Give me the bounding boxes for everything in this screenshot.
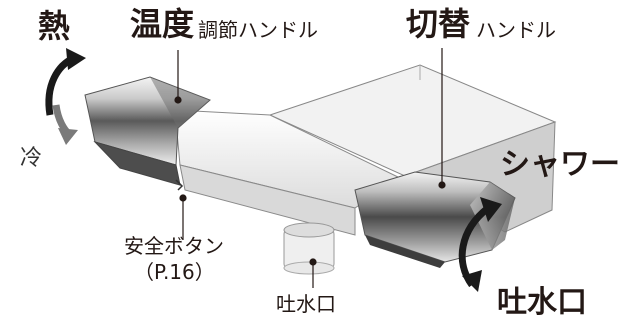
temperature-sub-label: 調節ハンドル [198,18,318,42]
cold-arrow-icon [52,104,78,145]
switch-rotation-arrow-icon [458,197,502,292]
hot-label: 熱 [38,7,71,45]
spout [283,222,335,275]
hot-arrow-icon [45,48,86,116]
safety-button-label: 安全ボタン [124,234,224,258]
leader-lines [174,48,446,288]
switch-handle[interactable] [354,171,516,268]
switch-sub-label: ハンドル [476,18,556,42]
safety-button-page-ref: （P.16） [134,260,215,284]
switch-label: 切替 [406,5,471,43]
shower-label: シャワー [500,147,620,182]
outlet-label: 吐水口 [497,285,587,320]
back-housing [268,64,557,233]
cold-label: 冷 [20,146,43,171]
temperature-label: 温度 [130,5,195,43]
spout-label: 吐水口 [276,292,336,316]
